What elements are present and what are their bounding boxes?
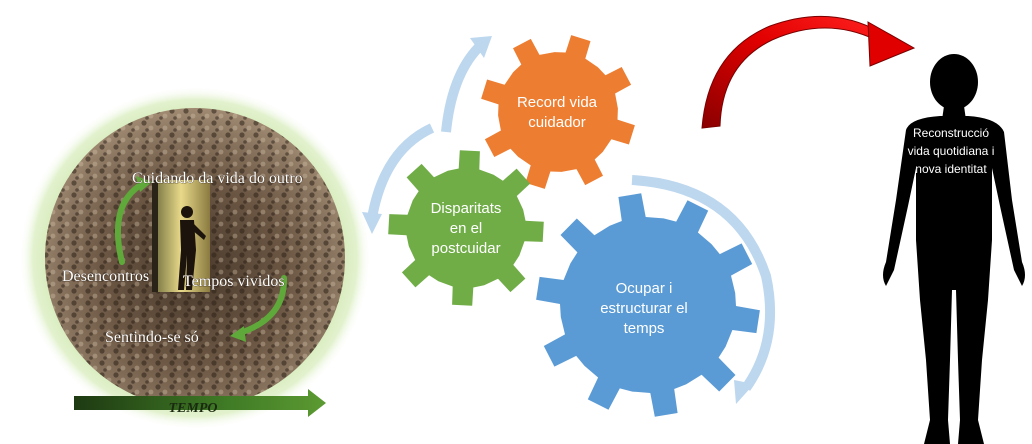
cycle-arrow-right xyxy=(631,175,776,391)
gear-record-vida xyxy=(481,35,635,189)
gear-ocupar-line-3: temps xyxy=(624,320,665,337)
gear-ocupar-line-1: Ocupar i xyxy=(616,280,673,297)
gear-disparitats-line-2: en el xyxy=(450,220,483,237)
photo-arrow-right xyxy=(237,275,288,336)
crowd-photo xyxy=(19,86,371,430)
person-line-3: nova identitat xyxy=(915,162,987,176)
cycle-arrows xyxy=(362,36,776,404)
photo-arrow-left xyxy=(114,181,145,265)
person-line-2: vida quotidiana i xyxy=(908,144,995,158)
person-silhouette xyxy=(883,54,1025,444)
label-tempos-vividos: Tempos vividos xyxy=(183,273,285,290)
gear-ocupar-line-2: estructurar el xyxy=(600,300,688,317)
cycle-arrow-left xyxy=(367,123,435,219)
cycle-arrow-top xyxy=(441,40,486,133)
gear-orange-body xyxy=(481,35,635,189)
gear-disparitats-line-3: postcuidar xyxy=(431,240,500,257)
tempo-arrow xyxy=(74,389,326,417)
gear-record-line-2: cuidador xyxy=(528,114,586,131)
label-cuidando: Cuidando da vida do outro xyxy=(132,170,303,187)
gear-record-line-1: Record vida xyxy=(517,94,598,111)
doorway-figure xyxy=(178,206,206,290)
person-line-1: Reconstrucció xyxy=(913,126,989,140)
gear-disparitats-line-1: Disparitats xyxy=(431,200,502,217)
red-curved-arrow xyxy=(701,15,916,129)
gear-green-body xyxy=(388,150,544,306)
label-sentindo: Sentindo-se só xyxy=(105,329,199,346)
tempo-label: TEMPO xyxy=(169,401,218,416)
gear-ocupar xyxy=(536,193,760,417)
gear-disparitats xyxy=(388,150,544,306)
gear-blue-body xyxy=(536,193,760,417)
label-desencontros: Desencontros xyxy=(62,268,149,285)
